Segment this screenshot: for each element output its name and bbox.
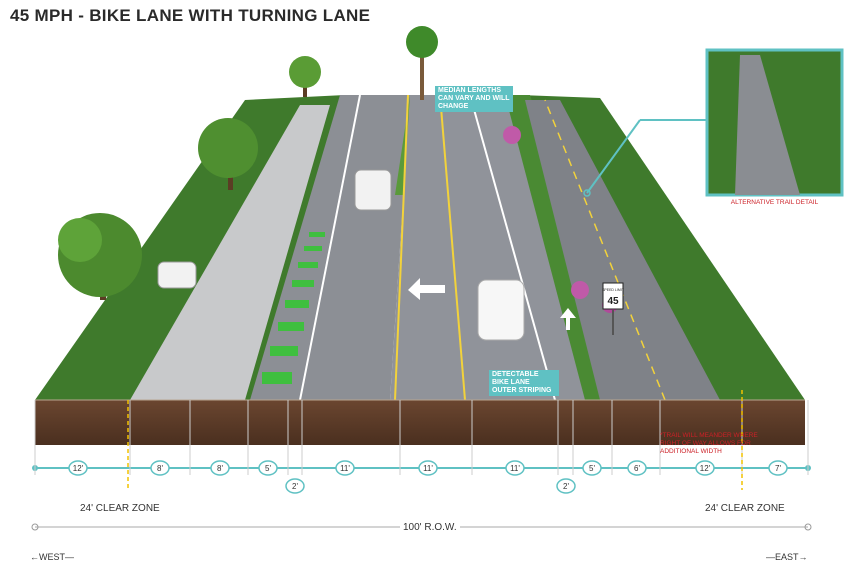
speed-limit-sign: SPEED LIMIT 45: [602, 282, 625, 335]
median-callout: MEDIAN LENGTHS CAN VARY AND WILL CHANGE: [435, 86, 513, 112]
dimension-label: 8': [157, 464, 163, 473]
tree-west-large: [58, 213, 142, 300]
white-car-east: [477, 279, 525, 341]
dimension-bubble: 5': [258, 460, 278, 476]
lane-stripe: [439, 94, 466, 401]
dimension-bubble: 8': [150, 460, 170, 476]
speed-sign-top: SPEED LIMIT: [602, 288, 625, 292]
dimension-label: 12': [700, 464, 711, 473]
turn-arrow: [408, 278, 445, 300]
speed-sign-value: 45: [607, 296, 619, 307]
dimension-label: 8': [217, 464, 223, 473]
dimension-label: 11': [510, 464, 520, 473]
straight-arrow: [560, 308, 576, 330]
tree-west-mid: [198, 118, 258, 190]
dimension-bubble: 12': [68, 460, 88, 476]
dimension-label: 2': [563, 482, 569, 491]
dimension-bubble: 5': [582, 460, 602, 476]
dimension-bubble: 12': [695, 460, 715, 476]
diagram-title: 45 MPH - BIKE LANE WITH TURNING LANE: [10, 6, 371, 25]
lane-stripe: [469, 94, 556, 401]
row-label: 100' R.O.W.: [400, 522, 460, 533]
alt-trail-label: ALTERNATIVE TRAIL DETAIL: [730, 199, 819, 206]
dimension-label: 5': [589, 464, 595, 473]
dimension-bubble: 2': [556, 478, 576, 494]
dimension-bubble: 11': [418, 460, 438, 476]
dimension-label: 2': [292, 482, 298, 491]
dimension-bubble: 6': [627, 460, 647, 476]
clear-zone-east-label: 24' CLEAR ZONE: [705, 503, 785, 514]
dimension-label: 7': [775, 464, 781, 473]
dimension-bubble: 2': [285, 478, 305, 494]
white-car-side: [157, 261, 197, 289]
palm-tree-median: [406, 26, 438, 100]
multiuse-trail: [525, 100, 720, 400]
dimension-bubble: 11': [505, 460, 525, 476]
bike-striping-callout: DETECTABLE BIKE LANE OUTER STRIPING: [489, 370, 559, 396]
bike-lane-green-markings: [262, 232, 325, 384]
dimension-bubble: 11': [335, 460, 355, 476]
dimension-bubbles: 12' 8' 8' 5' 2' 11' 11' 11' 2' 5' 6' 12' 7': [68, 460, 788, 494]
dimension-label: 11': [340, 464, 350, 473]
west-label: ←WEST—: [30, 552, 74, 562]
dimension-bubble: 8': [210, 460, 230, 476]
sidewalk-west: [130, 105, 330, 400]
dimension-label: 6': [634, 464, 640, 473]
dimension-label: 5': [265, 464, 271, 473]
trail-meander-note: *TRAIL WILL MEANDER WHERE RIGHT OF WAY A…: [660, 432, 758, 455]
east-label: —EAST→: [766, 552, 808, 562]
dimension-label: 12': [73, 464, 84, 473]
lane-stripe: [299, 94, 361, 401]
dimension-ticks: [34, 400, 809, 475]
dimension-bubble: 7': [768, 460, 788, 476]
dimension-label: 11': [423, 464, 433, 473]
tree-west-far: [289, 56, 321, 97]
trail-centerline: [544, 99, 666, 401]
white-car-west: [354, 169, 392, 211]
lane-stripe: [394, 94, 409, 401]
roadway-east: [390, 95, 610, 400]
clear-zone-west-label: 24' CLEAR ZONE: [80, 503, 160, 514]
